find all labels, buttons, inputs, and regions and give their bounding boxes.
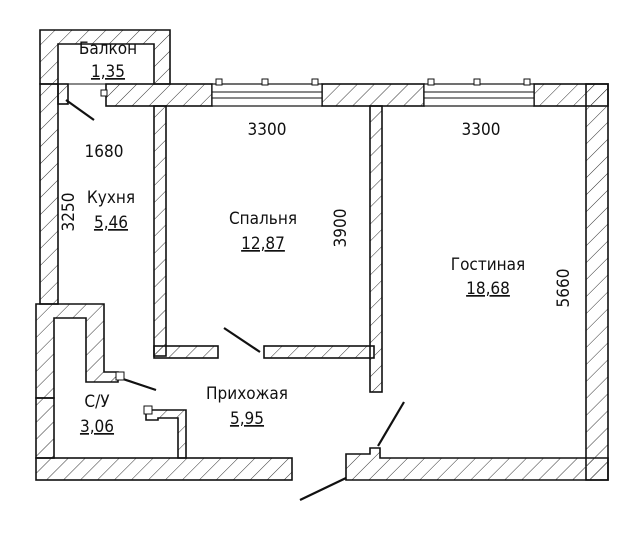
bottom-wall-right [345,447,609,481]
kitchen-length-dim: 3250 [59,193,79,232]
entrance-door [299,477,347,501]
left-wall-kitchen [39,83,59,305]
dimension-labels: 1680 3250 3300 3900 3300 5660 [59,120,574,307]
doors [65,99,405,501]
left-wall-lower [35,397,55,459]
bottom-wall-left [35,457,293,481]
bedroom-width-dim: 3300 [248,120,287,140]
top-wall-left [105,83,213,107]
living-door [377,401,405,447]
room-labels: Балкон 1,35 Кухня 5,46 Спальня 12,87 Гос… [79,39,525,437]
hallway-area: 5,95 [230,409,264,429]
living-area: 18,68 [466,279,510,299]
balcony-area: 1,35 [91,62,125,82]
kitchen-name: Кухня [87,188,135,208]
balcony-window [58,83,108,97]
right-wall [585,83,609,481]
kitchen-area: 5,46 [94,213,128,233]
bedroom-door [223,327,261,353]
bedroom-living-wall [369,105,383,393]
bedroom-area: 12,87 [241,234,285,254]
left-wall-bathroom [35,303,119,399]
bedroom-bottom-wall-right [263,345,375,359]
balcony-name: Балкон [79,39,137,59]
balcony-door [65,99,95,121]
living-name: Гостиная [451,255,526,275]
bathroom-area: 3,06 [80,417,114,437]
living-width-dim: 3300 [462,120,501,140]
bedroom-left-wall [153,105,167,357]
bedroom-length-dim: 3900 [331,209,351,248]
bedroom-name: Спальня [229,209,297,229]
top-wall-middle [321,83,425,107]
windows [58,78,535,107]
bathroom-door [119,376,157,392]
walls [35,29,609,481]
bathroom-partition [145,409,187,459]
hallway-name: Прихожая [206,384,288,404]
living-window [423,78,535,107]
kitchen-width-dim: 1680 [85,142,124,162]
bedroom-bottom-wall-left [153,345,219,359]
bedroom-window [211,78,323,107]
living-length-dim: 5660 [554,269,574,308]
bathroom-name: С/У [84,392,110,412]
